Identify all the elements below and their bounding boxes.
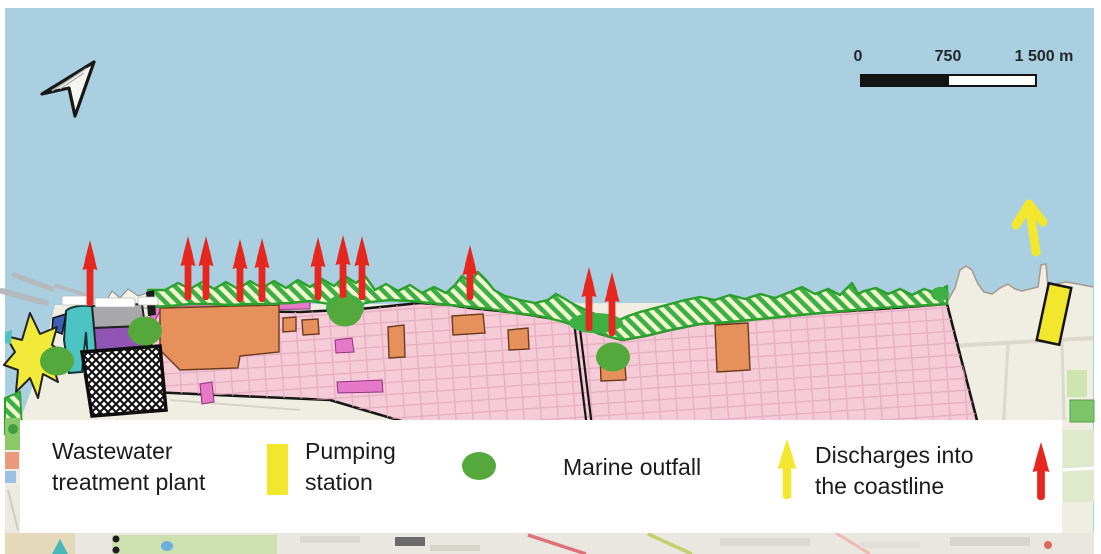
green-blob [931,287,949,301]
discharge-arrow [310,237,326,300]
discharge-arrow [335,235,351,299]
discharge-arrow [254,238,270,302]
marine-outfall-dot [328,297,362,327]
scale-tick-1500: 1 500 m [1014,48,1074,65]
discharge-arrow [581,267,597,331]
pumping-station-symbol [267,444,288,495]
marine-outfall-dot [40,346,74,376]
marine-outfall-dot [128,316,162,346]
right-strip [1062,399,1095,502]
discharge-arrow [604,272,620,336]
red-arrow-icon [1032,442,1050,500]
pumping-station-marker [1035,281,1073,347]
map-label-chips [61,295,159,308]
legend-label-discharges-coastline: Discharges into the coastline [815,442,974,499]
discharge-arrow [462,245,478,300]
map-markers [40,199,1073,376]
scale-bar: 0 750 1 500 m [835,46,1085,96]
left-strip [5,418,21,533]
yellow-star-area [3,312,67,399]
discharge-arrow [180,236,196,300]
north-arrow-icon [40,60,96,118]
scale-tick-750: 750 [934,48,962,65]
park-patch [1067,370,1087,397]
yellow-arrow-icon [777,439,797,499]
roads-right [949,336,1094,433]
harbor-complex [0,272,168,436]
discharge-arrow [354,236,370,300]
discharge-arrow [198,236,214,300]
coastline-discharge-yellow-arrow [1011,199,1048,257]
scale-bar-frame [860,74,1037,87]
marine-outfall-symbol [462,452,496,480]
scale-bar-fill [862,76,949,85]
marine-outfall-dot [596,342,630,372]
teal-blip [5,330,12,344]
bottom-strip [5,531,1094,554]
discharge-arrow [82,240,98,306]
legend-label-pumping-station: Pumping station [305,438,396,495]
scale-tick-0: 0 [853,48,863,65]
discharge-arrow [232,239,248,302]
breakwaters [0,272,86,306]
wastewater-treatment-plant-area [79,344,168,418]
coastal-green-band [146,270,949,342]
legend-label-marine-outfall: Marine outfall [563,454,702,480]
legend-label-wastewater-treatment-plant: Wastewater treatment plant [52,438,206,495]
legend: Wastewater treatment plant Pumping stati… [20,420,1062,533]
